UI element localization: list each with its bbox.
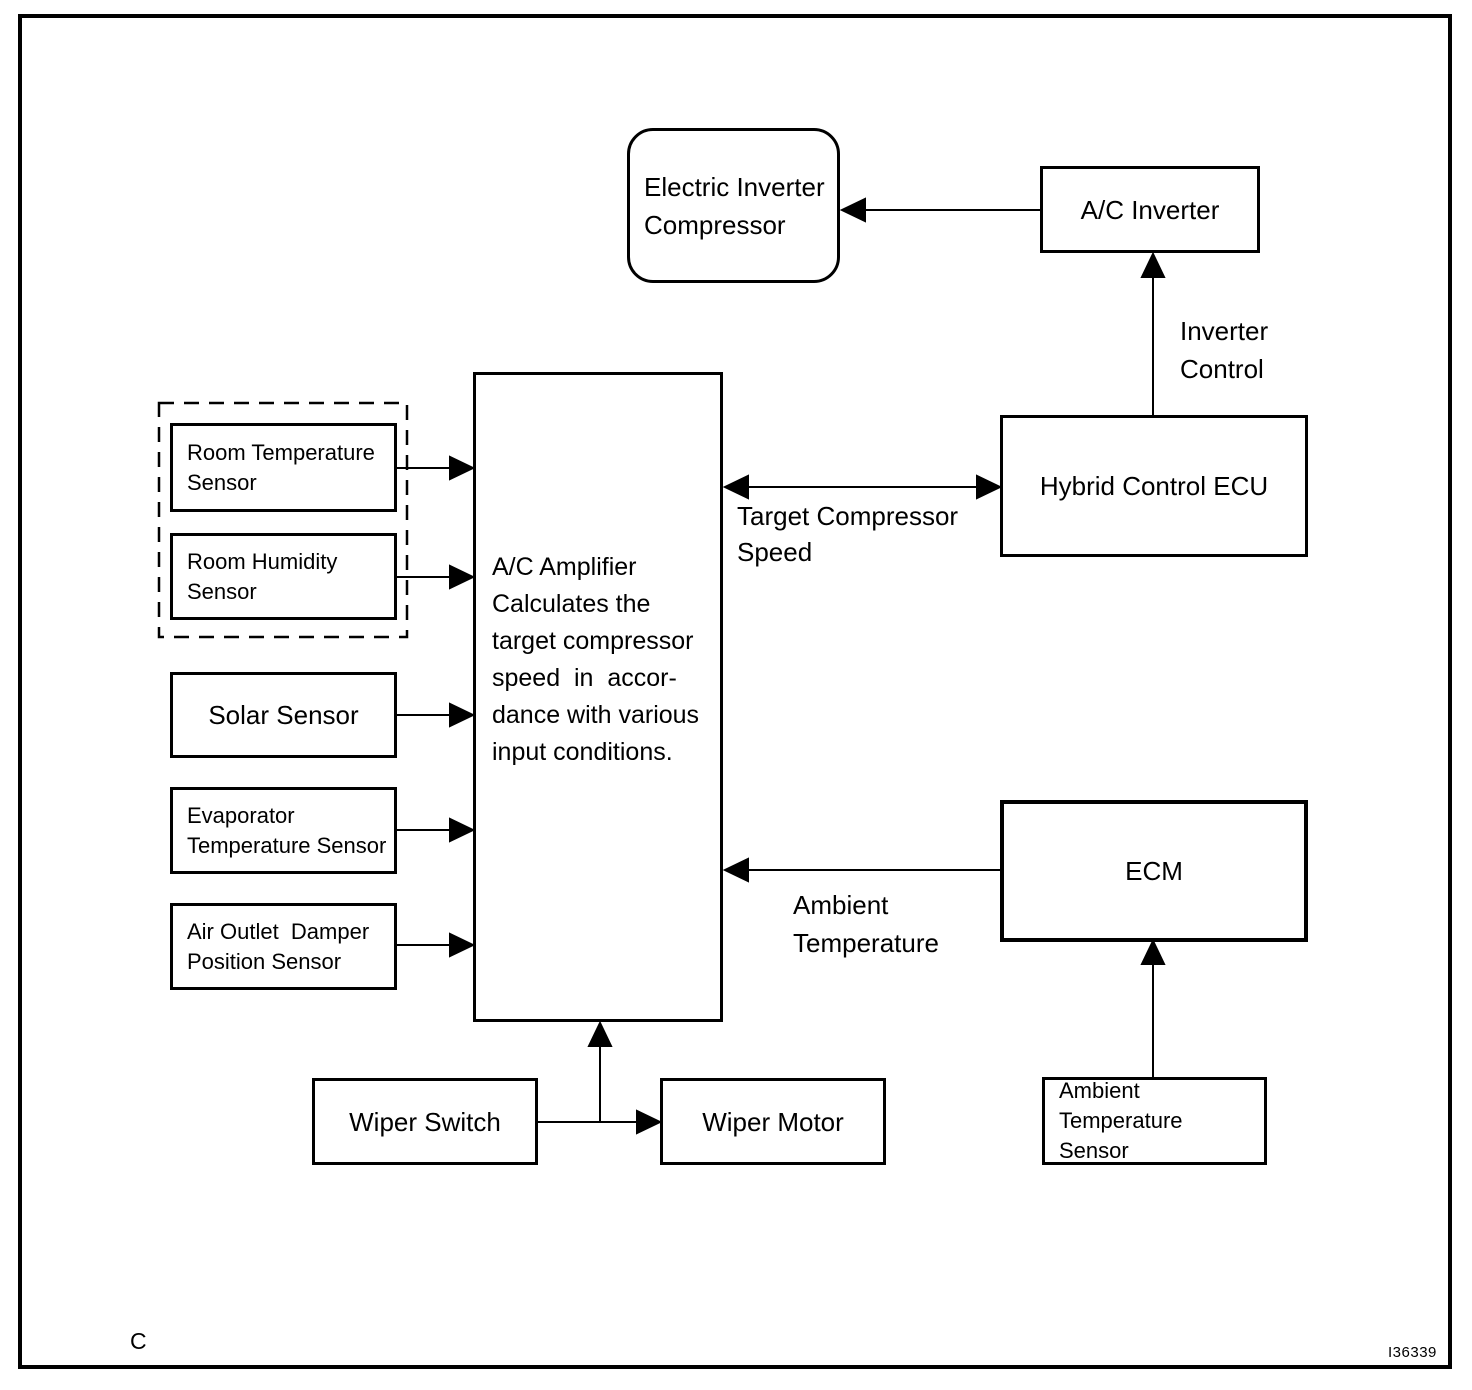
ac-amplifier-box: A/C Amplifier Calculates the target comp… bbox=[473, 372, 723, 1022]
target-compressor-speed-label: Target Compressor Speed bbox=[737, 501, 959, 567]
electric-inverter-compressor-box: Electric Inverter Compressor bbox=[627, 128, 840, 283]
ac-inverter-box: A/C Inverter bbox=[1040, 166, 1260, 253]
room-humidity-sensor-box: Room Humidity Sensor bbox=[170, 533, 397, 620]
ecm-box: ECM bbox=[1000, 800, 1308, 942]
evaporator-temperature-sensor-box: Evaporator Temperature Sensor bbox=[170, 787, 397, 874]
room-temperature-sensor-box: Room Temperature Sensor bbox=[170, 423, 397, 512]
figure-revision-letter: C bbox=[130, 1328, 147, 1354]
solar-sensor-box: Solar Sensor bbox=[170, 672, 397, 758]
ambient-temperature-label: Ambient Temperature bbox=[793, 890, 939, 958]
wiper-switch-box: Wiper Switch bbox=[312, 1078, 538, 1165]
wiper-motor-box: Wiper Motor bbox=[660, 1078, 886, 1165]
air-outlet-damper-position-sensor-box: Air Outlet Damper Position Sensor bbox=[170, 903, 397, 990]
figure-code: I36339 bbox=[1388, 1344, 1437, 1361]
ambient-temperature-sensor-box: Ambient Temperature Sensor bbox=[1042, 1077, 1267, 1165]
diagram-border bbox=[18, 14, 1452, 1369]
inverter-control-label: Inverter Control bbox=[1180, 316, 1269, 384]
hybrid-control-ecu-box: Hybrid Control ECU bbox=[1000, 415, 1308, 557]
